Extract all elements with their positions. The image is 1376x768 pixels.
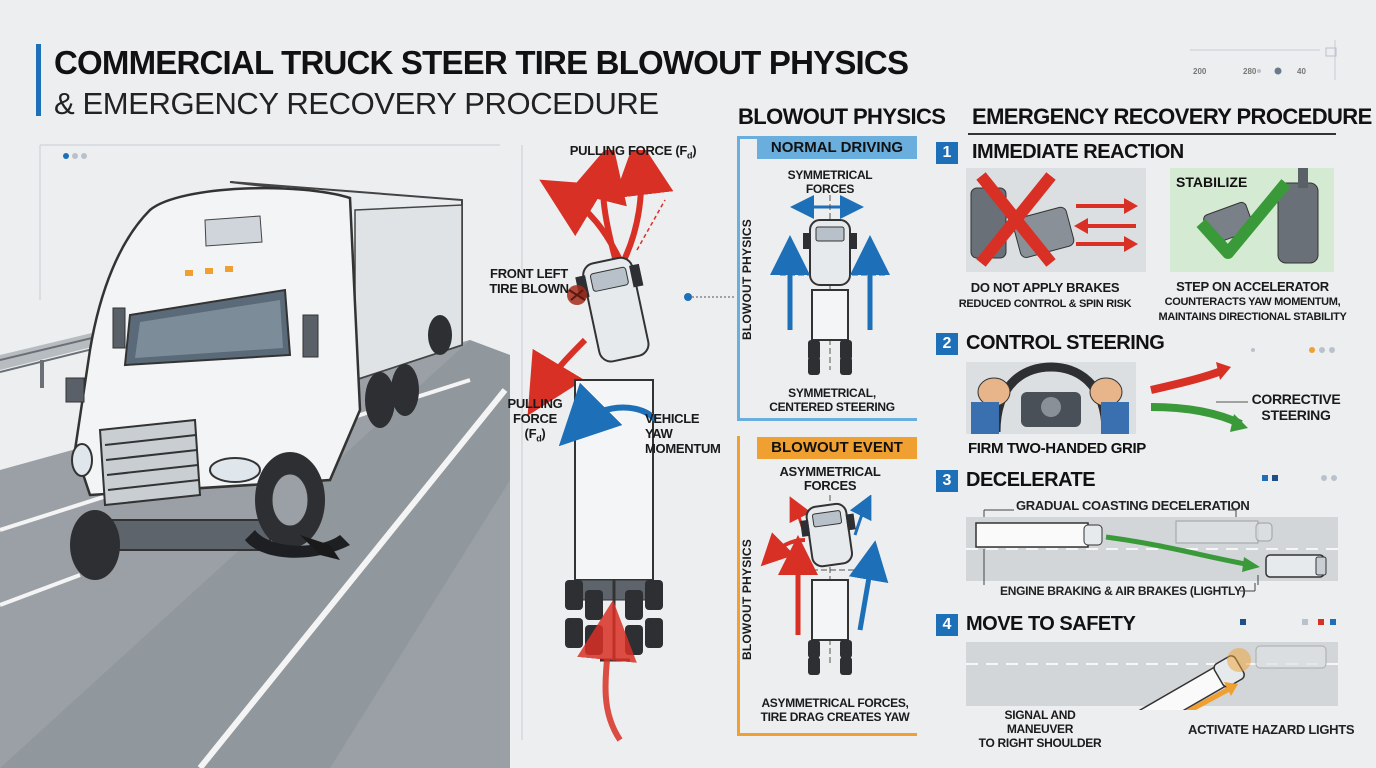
engine-braking-label: ENGINE BRAKING & AIR BRAKES (LIGHTLY) [1000, 584, 1246, 598]
normal-side-label: BLOWOUT PHYSICS [740, 218, 754, 340]
step-4-illustration [966, 642, 1338, 710]
step-4-dots [1240, 619, 1336, 625]
step-1-title: IMMEDIATE REACTION [972, 141, 1184, 163]
topdown-truck-diagram [527, 150, 674, 742]
step-4-number: 4 [936, 614, 958, 636]
blowout-event-header: BLOWOUT EVENT [757, 437, 917, 459]
truck-illustration [0, 181, 510, 768]
normal-bottom-label: SYMMETRICAL,CENTERED STEERING [769, 386, 895, 414]
title-accent-bar [36, 44, 41, 116]
blowout-event-panel [737, 436, 917, 736]
physics-heading: BLOWOUT PHYSICS [738, 104, 946, 129]
step-1-illustration [966, 168, 1334, 272]
coasting-label: GRADUAL COASTING DECELERATION [1016, 498, 1250, 513]
pulling-force-top-label: PULLING FORCE (Fd) [569, 143, 697, 161]
step-3-illustration [966, 509, 1338, 585]
marker-dot [684, 293, 692, 301]
step-2-title: CONTROL STEERING [966, 332, 1165, 354]
blowout-side-label: BLOWOUT PHYSICS [740, 538, 754, 660]
svg-text:200: 200 [1193, 67, 1207, 76]
step-1-number: 1 [936, 142, 958, 164]
blowout-forces-diagram [760, 495, 889, 675]
svg-text:280: 280 [1243, 67, 1257, 76]
step-4-title: MOVE TO SAFETY [966, 613, 1136, 635]
page-title: COMMERCIAL TRUCK STEER TIRE BLOWOUT PHYS… [54, 44, 909, 81]
step-2-number: 2 [936, 333, 958, 355]
normal-forces-diagram [770, 195, 890, 375]
step-3-number: 3 [936, 470, 958, 492]
step-3-title: DECELERATE [966, 469, 1096, 491]
stabilize-label: STABILIZE [1176, 174, 1248, 190]
grip-label: FIRM TWO-HANDED GRIP [968, 440, 1146, 457]
page-subtitle: & EMERGENCY RECOVERY PROCEDURE [54, 86, 659, 121]
normal-driving-header: NORMAL DRIVING [757, 137, 917, 159]
step-2-illustration [966, 362, 1248, 434]
procedure-heading: EMERGENCY RECOVERY PROCEDURE [972, 104, 1372, 129]
step-3-dots [1262, 475, 1337, 481]
hazard-lights-label: ACTIVATE HAZARD LIGHTS [1188, 722, 1355, 737]
svg-text:40: 40 [1297, 67, 1306, 76]
blowout-bottom-label: ASYMMETRICAL FORCES,TIRE DRAG CREATES YA… [760, 696, 910, 724]
step-2-dots [1251, 347, 1335, 353]
scale-labels: 200 280 40 [1193, 67, 1306, 76]
